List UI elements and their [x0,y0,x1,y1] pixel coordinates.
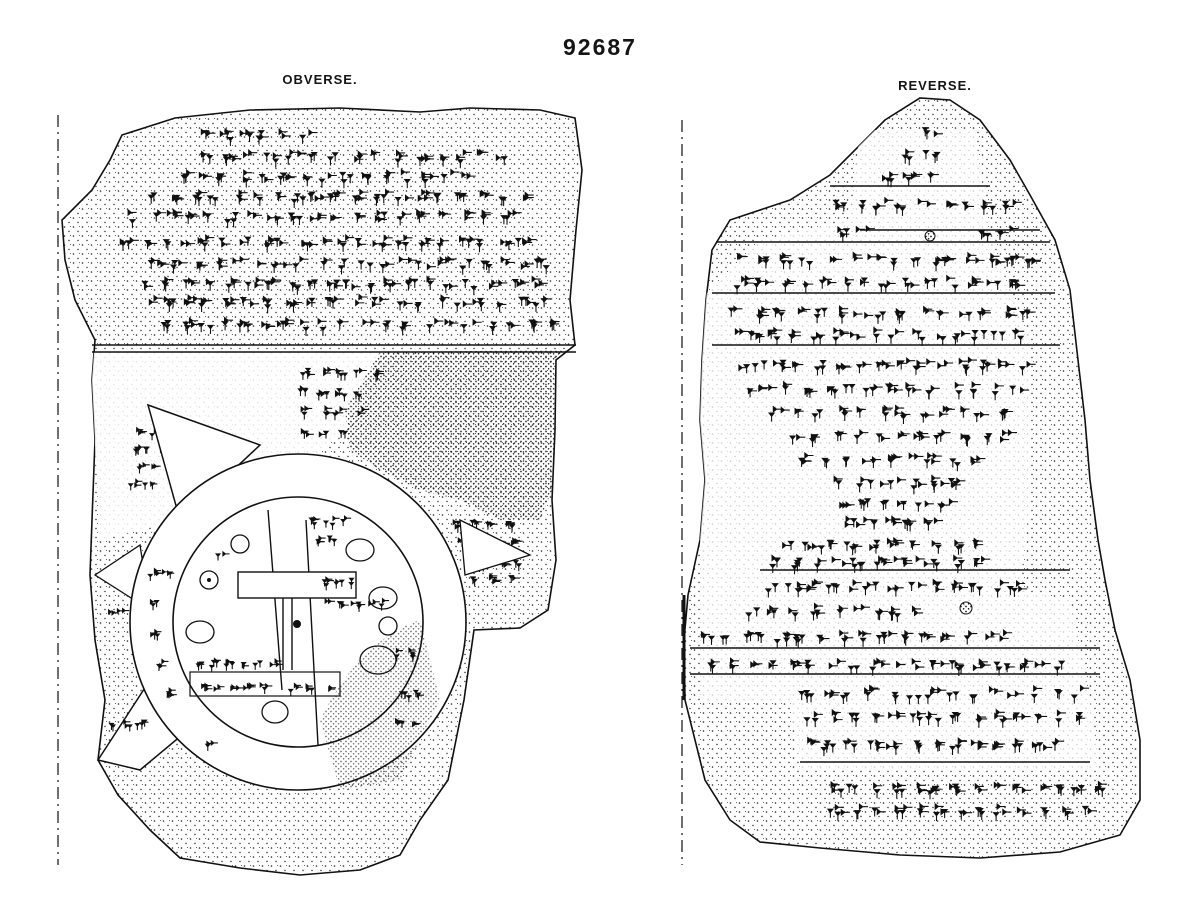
cuneiform-line [826,802,1097,822]
cuneiform-line [767,404,1013,424]
cuneiform-line [147,567,175,582]
cuneiform-line [977,224,1019,242]
cuneiform-line [393,647,416,663]
cuneiform-line [882,170,939,188]
cuneiform-line [149,598,160,611]
cuneiform-line [700,629,1013,649]
cuneiform-line [195,657,284,672]
cuneiform-line [807,736,1065,757]
cuneiform-line [727,304,1036,324]
astrolabe-ring [129,453,467,791]
plate-number: 92687 [563,34,637,60]
cuneiform-line [830,780,1107,800]
cuneiform-line [797,451,986,472]
cuneiform-line [150,628,162,641]
cuneiform-line [395,717,421,728]
cuneiform-line [769,554,991,575]
cuneiform-line [308,515,352,530]
reverse-cuneiform-text [700,127,1107,822]
cuneiform-line [469,572,520,587]
cuneiform-line [297,385,363,402]
cuneiform-line [214,550,230,561]
reverse-tablet [682,97,1141,859]
cuneiform-line [287,682,337,697]
cuneiform-line [199,148,508,169]
cuneiform-line [127,208,522,229]
cuneiform-line [127,478,158,491]
cuneiform-line [798,684,1090,705]
cuneiform-line [200,127,318,147]
cuneiform-line [733,274,1026,295]
cuneiform-line [901,148,941,166]
cuneiform-line [737,251,1041,272]
cuneiform-line [147,255,550,275]
cuneiform-line [201,681,273,695]
cuneiform-line [165,687,177,699]
cuneiform-line [148,293,553,314]
cuneiform-line [832,196,1022,216]
obverse-heading: OBVERSE. [282,72,358,87]
cuneiform-line [764,578,1028,598]
cuneiform-line [833,474,966,495]
cuneiform-line [315,535,338,547]
cuneiform-line [321,576,355,591]
cuneiform-line [398,689,424,703]
cuneiform-line [738,356,1036,376]
cuneiform-line [745,602,924,623]
cuneiform-line [204,739,218,751]
cuneiform-line [299,366,384,382]
obverse-tablet [61,107,583,876]
cuneiform-line [141,275,548,296]
cuneiform-line [452,518,516,533]
ring-cuneiform-text [108,515,424,751]
cuneiform-line [746,380,1030,401]
cuneiform-line [147,188,534,208]
cuneiform-line [300,405,370,421]
cuneiform-line [839,498,959,513]
cuneiform-line [734,326,1025,347]
cuneiform-line [136,461,161,474]
cuneiform-line [119,233,537,253]
cuneiform-line [803,708,1086,728]
cuneiform-line [160,316,560,336]
cuneiform-line [707,657,1066,676]
cuneiform-line [324,597,390,612]
cuneiform-line [844,515,944,532]
cuneiform-line [180,168,476,189]
cuneiform-line [300,427,349,439]
cuneiform-line [108,718,149,732]
cuneiform-line [108,607,130,616]
cuneiform-line [837,225,875,243]
cuneiform-line [788,428,1018,448]
cuneiform-line [782,536,984,556]
cuneiform-line [921,127,943,140]
cuneiform-line [155,658,169,672]
reverse-heading: REVERSE. [898,78,972,93]
